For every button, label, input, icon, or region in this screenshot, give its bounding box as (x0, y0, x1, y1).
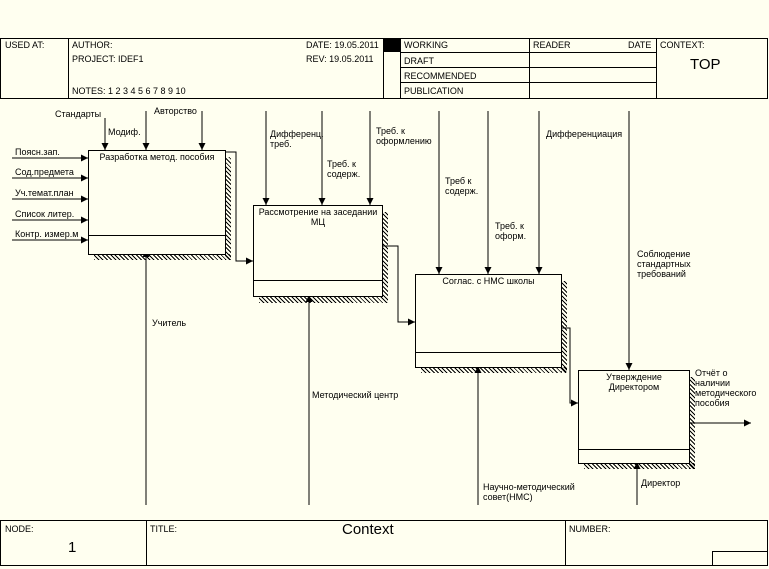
activity-box-3[interactable]: Соглас. с НМС школы (415, 274, 562, 368)
arrow-label-differenc-treb: Дифференц. треб. (270, 129, 324, 149)
project-label: PROJECT: IDEF1 (72, 54, 144, 64)
arrow-label-poyasn: Поясн.зап. (15, 147, 60, 157)
arrow-label-treb-soderzh-2: Треб к содерж. (445, 176, 479, 196)
arrow-label-kontr: Контр. измер.м (15, 229, 79, 239)
activity-box-4-label: Утверждение Директором (606, 372, 662, 392)
activity-box-1-label: Разработка метод. пособия (99, 152, 215, 162)
arrow-label-otchet: Отчёт о наличии методического пособия (695, 368, 757, 408)
box-shadow (259, 296, 388, 303)
notes-label: NOTES: 1 2 3 4 5 6 7 8 9 10 (72, 86, 186, 96)
arrow-label-treb-oformleniyu: Треб. к оформлению (376, 126, 432, 146)
box-shadow (382, 212, 388, 303)
arrow-label-nms: Научно-методический совет(НМС) (483, 482, 575, 502)
used-at-label: USED AT: (5, 40, 45, 50)
title-value: Context (342, 521, 394, 538)
title-label: TITLE: (150, 524, 178, 534)
context-label: CONTEXT: (660, 40, 705, 50)
arrow-label-spisok: Список литер. (15, 209, 75, 219)
activity-box-2-label: Рассмотрение на заседании МЦ (258, 207, 378, 227)
arrow-label-standarty: Стандарты (55, 109, 102, 119)
context-value: TOP (690, 56, 721, 73)
activity-box-1[interactable]: Разработка метод. пособия (88, 150, 226, 255)
arrow-label-uch-temat: Уч.темат.план (15, 188, 74, 198)
node-value: 1 (68, 539, 77, 556)
rev-label: REV: 19.05.2011 (306, 54, 374, 64)
arrow-label-differenciaciya: Дифференциация (546, 129, 623, 139)
arrow-label-modif: Модиф. (108, 127, 141, 137)
box-divider (579, 449, 689, 450)
node-label: NODE: (5, 524, 34, 534)
box-divider (254, 280, 382, 281)
arrow-label-direktor: Директор (641, 478, 681, 488)
status-publication: PUBLICATION (404, 86, 464, 96)
box-shadow (421, 367, 567, 373)
arrow-label-treb-oform: Треб. к оформ. (495, 221, 527, 241)
reader-label: READER (533, 40, 571, 50)
arrow-label-avtorstvo: Авторство (154, 106, 197, 116)
activity-box-4[interactable]: Утверждение Директором (578, 370, 690, 464)
reader-date-label: DATE (628, 40, 652, 50)
arrow-label-sod-predmeta: Сод.предмета (15, 167, 74, 177)
activity-box-3-label: Соглас. с НМС школы (442, 276, 535, 286)
status-working: WORKING (404, 40, 448, 50)
arrow-label-uchitel: Учитель (152, 318, 187, 328)
box-shadow (561, 281, 567, 372)
box-shadow (94, 254, 231, 260)
author-label: AUTHOR: (72, 40, 113, 50)
box-shadow (689, 377, 695, 469)
status-draft: DRAFT (404, 56, 434, 66)
status-recommended: RECOMMENDED (404, 71, 477, 81)
box-divider (416, 352, 561, 353)
box-divider (89, 235, 225, 236)
activity-box-2[interactable]: Рассмотрение на заседании МЦ (253, 205, 383, 297)
arrow-label-soblyudenie: Соблюдение стандартных требований (637, 249, 691, 279)
box-shadow (584, 463, 695, 469)
box-shadow (225, 157, 231, 260)
number-label: NUMBER: (569, 524, 611, 534)
date-label: DATE: 19.05.2011 (306, 40, 379, 50)
arrow-label-metod-centr: Методический центр (312, 390, 399, 400)
arrow-label-treb-soderzh-1: Треб. к содерж. (327, 159, 361, 179)
